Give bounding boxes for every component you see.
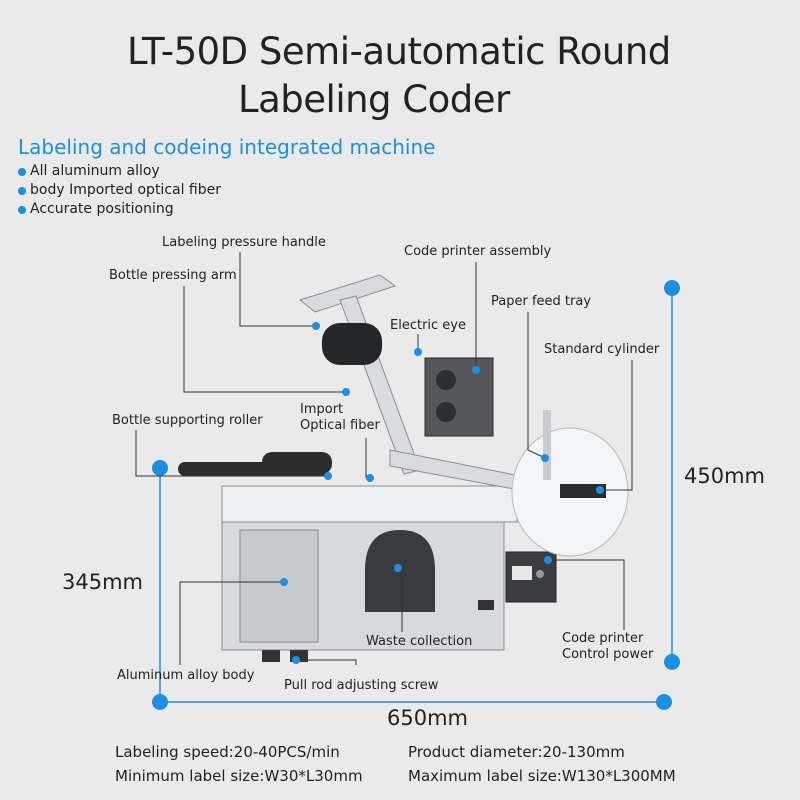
title-line-1: LT-50D Semi-automatic Round bbox=[127, 30, 671, 73]
feature-item: Accurate positioning bbox=[30, 201, 174, 217]
label-labeling-pressure-handle: Labeling pressure handle bbox=[162, 235, 326, 250]
dimension-dot-icon bbox=[664, 280, 680, 296]
spec-min-label-size: Minimum label size:W30*L30mm bbox=[115, 767, 363, 785]
dimension-width: 650mm bbox=[387, 706, 468, 730]
leader-lines bbox=[135, 252, 633, 665]
callout-dots bbox=[280, 322, 604, 664]
label-paper-feed-tray: Paper feed tray bbox=[491, 294, 592, 309]
dimension-dot-icon bbox=[664, 654, 680, 670]
title-line-2: Labeling Coder bbox=[238, 78, 510, 121]
dimension-dot-icon bbox=[152, 460, 168, 476]
dimension-dot-icon bbox=[152, 694, 168, 710]
label-bottle-pressing-arm: Bottle pressing arm bbox=[109, 268, 237, 283]
label-pull-rod-adjusting-screw: Pull rod adjusting screw bbox=[284, 678, 439, 693]
label-import-optical-fiber-line-2: Optical fiber bbox=[300, 418, 380, 433]
label-import-optical-fiber-line-1: Import bbox=[300, 402, 344, 417]
spec-labeling-speed: Labeling speed:20-40PCS/min bbox=[115, 743, 340, 761]
dimension-height-total: 450mm bbox=[684, 464, 765, 488]
subtitle: Labeling and codeing integrated machine bbox=[18, 135, 436, 159]
feature-item: All aluminum alloy bbox=[30, 163, 160, 179]
label-bottle-supporting-roller: Bottle supporting roller bbox=[112, 413, 263, 428]
label-electric-eye: Electric eye bbox=[390, 318, 466, 333]
feature-bullet-icon bbox=[18, 168, 26, 176]
spec-product-diameter: Product diameter:20-130mm bbox=[408, 743, 625, 761]
label-waste-collection: Waste collection bbox=[366, 634, 473, 649]
feature-bullet-icon bbox=[18, 187, 26, 195]
feature-bullet-icon bbox=[18, 206, 26, 214]
label-code-printer-control-power-line-1: Code printer bbox=[562, 631, 644, 646]
label-code-printer-control-power-line-2: Control power bbox=[562, 647, 654, 662]
label-code-printer-assembly: Code printer assembly bbox=[404, 244, 552, 259]
label-standard-cylinder: Standard cylinder bbox=[544, 342, 660, 357]
dimension-height-body: 345mm bbox=[62, 570, 143, 594]
dimension-dot-icon bbox=[656, 694, 672, 710]
machine-body bbox=[178, 274, 629, 662]
label-aluminum-alloy-body: Aluminum alloy body bbox=[117, 668, 255, 683]
feature-item: body Imported optical fiber bbox=[30, 182, 222, 198]
spec-max-label-size: Maximum label size:W130*L300MM bbox=[408, 767, 676, 785]
